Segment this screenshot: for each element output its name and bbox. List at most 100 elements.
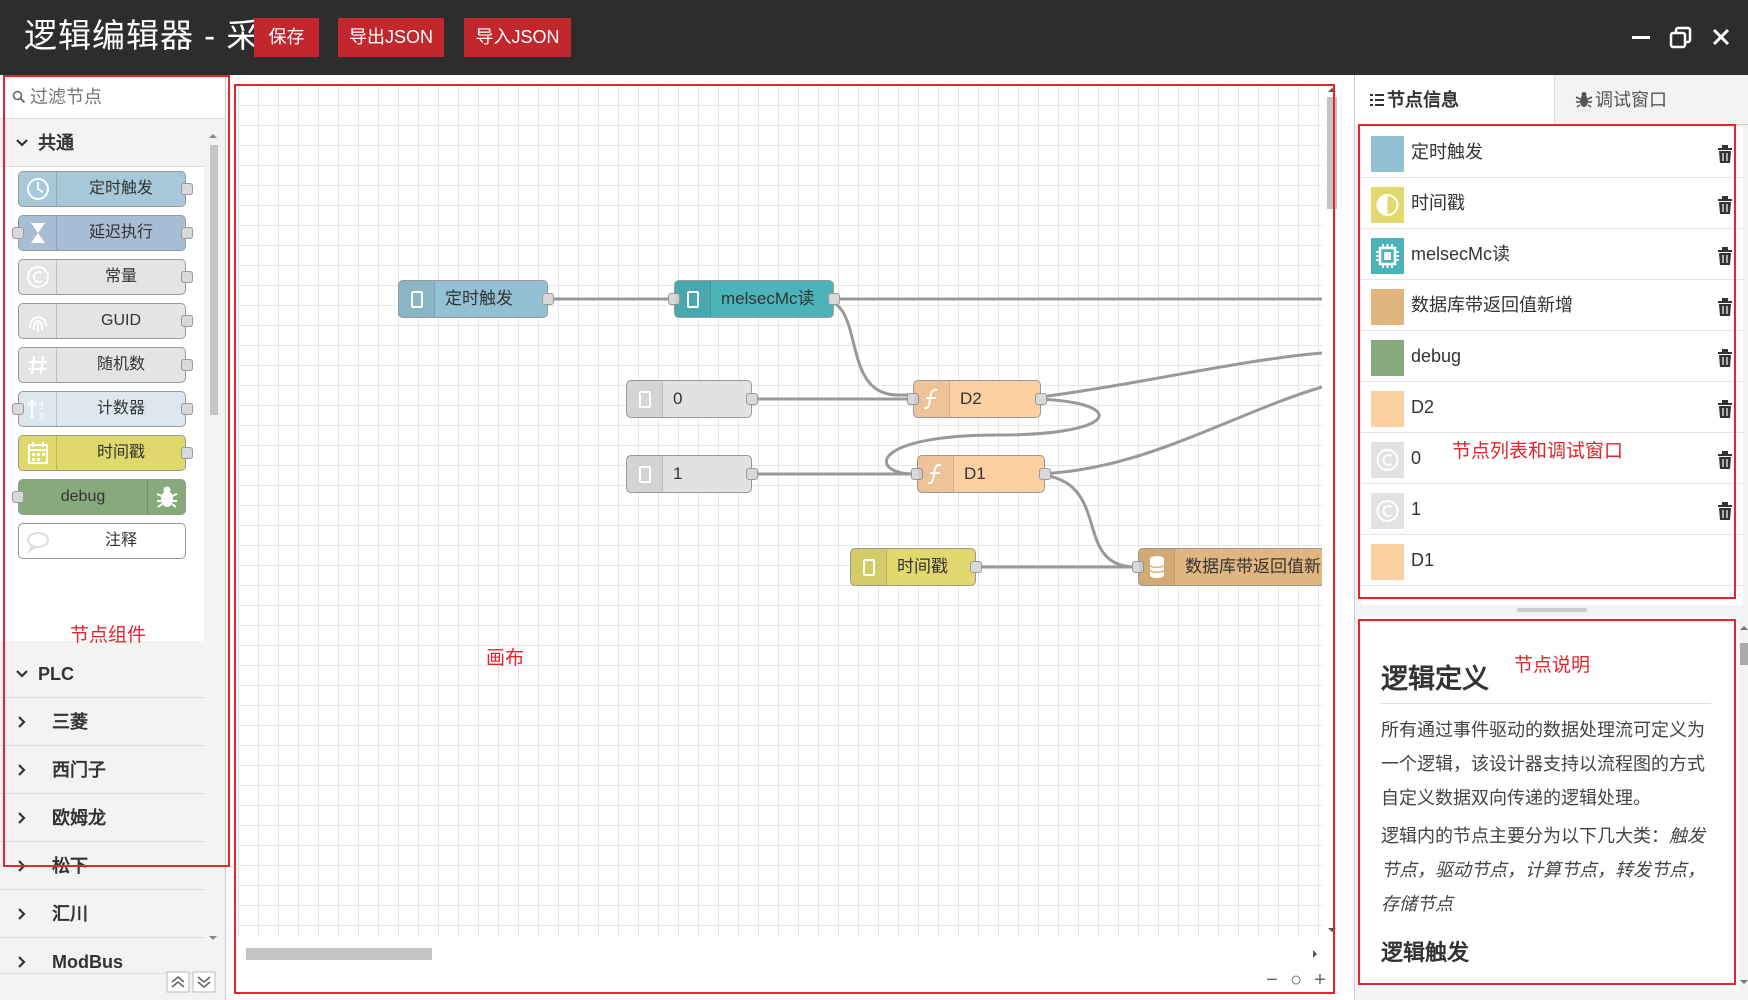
collapse-all-icon[interactable]: [166, 971, 190, 993]
canvas-grid[interactable]: 定时触发 melsecMc读 0 1 D2: [238, 85, 1322, 937]
close-icon[interactable]: [1706, 22, 1736, 52]
filter-nodes-input[interactable]: [28, 83, 208, 111]
horizontal-scroll-thumb[interactable]: [246, 948, 432, 960]
input-port[interactable]: [668, 293, 680, 305]
inject-button-icon[interactable]: [851, 549, 887, 585]
category-mitsubishi[interactable]: 三菱: [0, 698, 204, 746]
category-common[interactable]: 共通: [0, 119, 204, 167]
list-item[interactable]: 定时触发: [1361, 127, 1743, 178]
zoom-in-button[interactable]: +: [1314, 969, 1326, 991]
import-json-button[interactable]: 导入JSON: [464, 18, 571, 57]
list-item[interactable]: debug: [1361, 331, 1743, 382]
help-scroll-thumb[interactable]: [1740, 643, 1748, 665]
scroll-down-icon[interactable]: [208, 933, 218, 943]
palette-scroll-thumb[interactable]: [210, 145, 218, 415]
flow-node-const-0[interactable]: 0: [626, 380, 758, 418]
list-item[interactable]: 时间戳: [1361, 178, 1743, 229]
palette-node-guid[interactable]: GUID: [18, 303, 193, 339]
list-item[interactable]: 0: [1361, 433, 1743, 484]
input-port[interactable]: [12, 227, 24, 239]
input-port[interactable]: [1132, 561, 1144, 573]
input-port[interactable]: [911, 468, 923, 480]
flow-node-timer[interactable]: 定时触发: [398, 280, 554, 318]
output-port[interactable]: [970, 561, 982, 573]
flow-node-const-1[interactable]: 1: [626, 455, 758, 493]
output-port[interactable]: [181, 359, 193, 371]
inject-button-icon[interactable]: [627, 456, 663, 492]
output-port[interactable]: [181, 403, 193, 415]
palette-node-random[interactable]: 随机数: [18, 347, 193, 383]
list-item[interactable]: melsecMc读: [1361, 229, 1743, 280]
canvas-vertical-scrollbar[interactable]: [1325, 85, 1339, 937]
output-port[interactable]: [181, 315, 193, 327]
list-item[interactable]: 1: [1361, 484, 1743, 535]
help-scrollbar[interactable]: [1739, 621, 1748, 991]
expand-all-icon[interactable]: [192, 971, 216, 993]
scroll-up-icon[interactable]: [1739, 623, 1748, 633]
export-json-button[interactable]: 导出JSON: [338, 18, 444, 57]
output-port[interactable]: [181, 227, 193, 239]
scroll-right-icon[interactable]: [1310, 949, 1320, 959]
trash-icon[interactable]: [1717, 145, 1733, 163]
flow-node-timestamp[interactable]: 时间戳: [850, 548, 982, 586]
zoom-out-button[interactable]: −: [1266, 969, 1278, 991]
scroll-up-icon[interactable]: [1327, 85, 1337, 95]
tab-node-info[interactable]: 节点信息: [1355, 75, 1555, 125]
trash-icon[interactable]: [1717, 451, 1733, 469]
output-port[interactable]: [1039, 468, 1051, 480]
list-item[interactable]: 数据库带返回值新增: [1361, 280, 1743, 331]
output-port[interactable]: [181, 183, 193, 195]
trash-icon[interactable]: [1717, 400, 1733, 418]
inject-button-icon[interactable]: [399, 281, 435, 317]
output-port[interactable]: [181, 271, 193, 283]
panel-splitter-handle[interactable]: [1517, 608, 1587, 612]
input-port[interactable]: [12, 403, 24, 415]
trash-icon[interactable]: [1717, 502, 1733, 520]
restore-icon[interactable]: [1666, 22, 1696, 52]
category-plc[interactable]: PLC: [0, 650, 204, 698]
flow-node-d2[interactable]: D2: [907, 380, 1047, 418]
category-omron[interactable]: 欧姆龙: [0, 794, 204, 842]
category-siemens[interactable]: 西门子: [0, 746, 204, 794]
minimize-icon[interactable]: [1626, 22, 1656, 52]
canvas-horizontal-scrollbar[interactable]: [238, 945, 1322, 961]
trash-icon[interactable]: [1717, 349, 1733, 367]
flow-node-database-insert[interactable]: 数据库带返回值新增: [1132, 548, 1322, 586]
output-port[interactable]: [746, 468, 758, 480]
scroll-down-icon[interactable]: [1739, 977, 1748, 987]
list-item[interactable]: D2: [1361, 382, 1743, 433]
category-panasonic[interactable]: 松下: [0, 842, 204, 890]
output-port[interactable]: [746, 393, 758, 405]
flow-canvas[interactable]: 定时触发 melsecMc读 0 1 D2: [228, 75, 1340, 1000]
trash-icon[interactable]: [1717, 298, 1733, 316]
flow-node-d1[interactable]: D1: [911, 455, 1051, 493]
input-port[interactable]: [907, 393, 919, 405]
save-button[interactable]: 保存: [254, 18, 319, 57]
palette-scrollbar[interactable]: [207, 131, 219, 947]
palette-node-debug[interactable]: debug: [12, 479, 186, 515]
zoom-reset-button[interactable]: ○: [1289, 969, 1303, 991]
scroll-up-icon[interactable]: [208, 131, 218, 141]
output-port[interactable]: [181, 447, 193, 459]
list-item[interactable]: D1: [1361, 535, 1743, 586]
flow-node-melsec-read[interactable]: melsecMc读: [668, 280, 840, 318]
palette-node-timestamp[interactable]: 时间戳: [18, 435, 193, 471]
palette-node-constant[interactable]: 常量: [18, 259, 193, 295]
scroll-down-icon[interactable]: [1327, 925, 1337, 935]
output-port[interactable]: [542, 293, 554, 305]
category-modbus[interactable]: ModBus: [0, 938, 204, 974]
vertical-scroll-thumb[interactable]: [1327, 97, 1337, 209]
output-port[interactable]: [1035, 393, 1047, 405]
inject-button-icon[interactable]: [675, 281, 711, 317]
palette-node-delay[interactable]: 延迟执行: [12, 215, 193, 251]
trash-icon[interactable]: [1717, 247, 1733, 265]
trash-icon[interactable]: [1717, 196, 1733, 214]
palette-node-timer[interactable]: 定时触发: [18, 171, 193, 207]
inject-button-icon[interactable]: [627, 381, 663, 417]
tab-debug-window[interactable]: 调试窗口: [1555, 75, 1748, 125]
output-port[interactable]: [828, 293, 840, 305]
input-port[interactable]: [12, 491, 24, 503]
category-inovance[interactable]: 汇川: [0, 890, 204, 938]
palette-node-comment[interactable]: 注释: [18, 523, 186, 559]
